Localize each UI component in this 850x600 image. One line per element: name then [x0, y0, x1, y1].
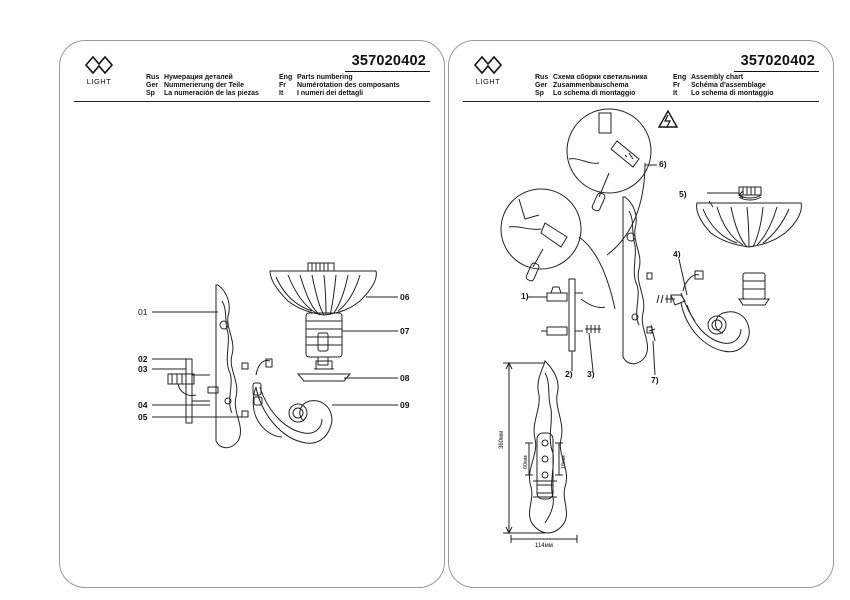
callout-03: 03 [138, 364, 148, 374]
callout-05: 05 [138, 412, 148, 422]
product-code: 357020402 [351, 53, 426, 69]
step-3: 3) [587, 369, 595, 379]
callout-02: 02 [138, 354, 148, 364]
product-code: 357020402 [740, 53, 815, 69]
dimension-bottom: 18мм [561, 455, 567, 469]
dimension-holes-spacing: 60мм [523, 455, 529, 469]
step-1: 1) [521, 291, 529, 301]
logo-mark-icon [84, 55, 114, 75]
callout-07: 07 [400, 326, 410, 336]
logo-text: LIGHT [475, 77, 501, 86]
step-6: 6) [659, 159, 667, 169]
code-underline [345, 71, 430, 72]
header-divider [463, 101, 819, 102]
dimension-width: 114мм [535, 543, 553, 549]
assembly-diagram [500, 108, 802, 543]
callout-09: 09 [400, 400, 410, 410]
step-7: 7) [651, 375, 659, 385]
code-underline [734, 71, 819, 72]
step-4: 4) [673, 249, 681, 259]
brand-logo: LIGHT [82, 54, 116, 86]
logo-mark-icon [473, 55, 503, 75]
callout-04: 04 [138, 400, 148, 410]
callout-01: 01 [138, 307, 148, 317]
dimension-height: 360мм [499, 430, 505, 449]
step-5: 5) [679, 189, 687, 199]
parts-diagram [152, 262, 398, 449]
step-2: 2) [565, 369, 573, 379]
brand-logo: LIGHT [471, 54, 505, 86]
callout-08: 08 [400, 373, 410, 383]
header-divider [74, 101, 430, 102]
callout-06: 06 [400, 292, 410, 302]
logo-text: LIGHT [86, 77, 112, 86]
electric-warning-icon [657, 109, 679, 128]
